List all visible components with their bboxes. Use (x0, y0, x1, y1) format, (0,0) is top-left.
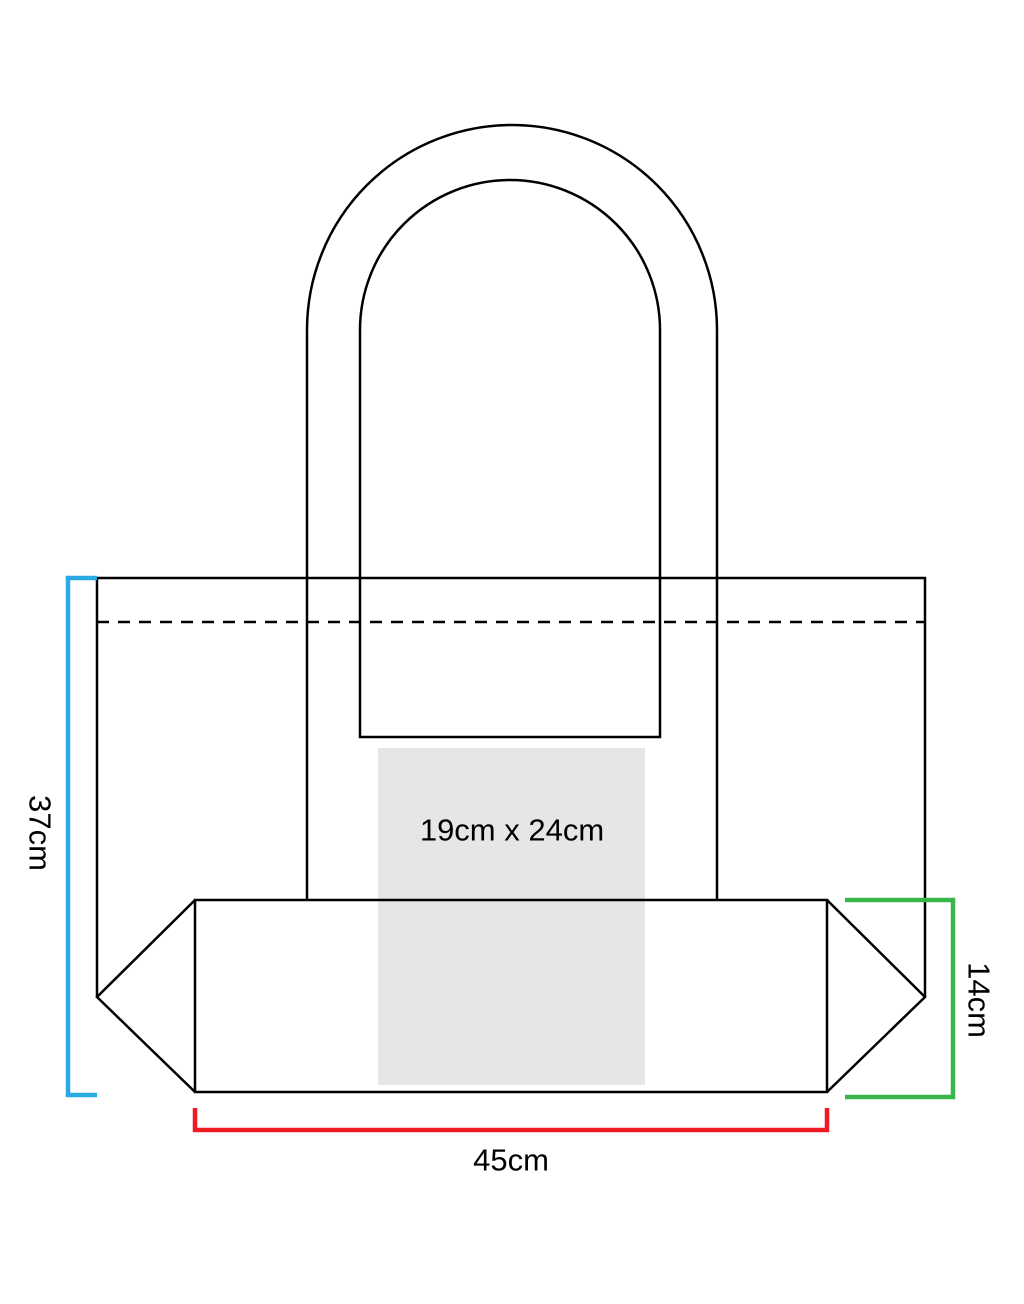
height-label: 37cm (23, 795, 58, 871)
height-bracket (65, 575, 97, 1098)
print-area (378, 748, 645, 1085)
gusset-flap-right (826, 899, 927, 1093)
width-bracket-path (192, 1108, 830, 1133)
gusset-label: 14cm (962, 962, 997, 1038)
handle-outer (305, 123, 719, 900)
height-bracket-path (65, 575, 97, 1098)
gusset-bracket-path (845, 897, 956, 1100)
bag-body-outline (95, 576, 927, 997)
width-bracket (192, 1108, 830, 1133)
gusset-bracket (845, 897, 956, 1100)
width-label: 45cm (473, 1143, 549, 1178)
print-area-label: 19cm x 24cm (420, 813, 604, 848)
bag-outline (95, 123, 927, 1094)
gusset-flap-left (95, 899, 196, 1093)
handle-inner (358, 178, 662, 739)
